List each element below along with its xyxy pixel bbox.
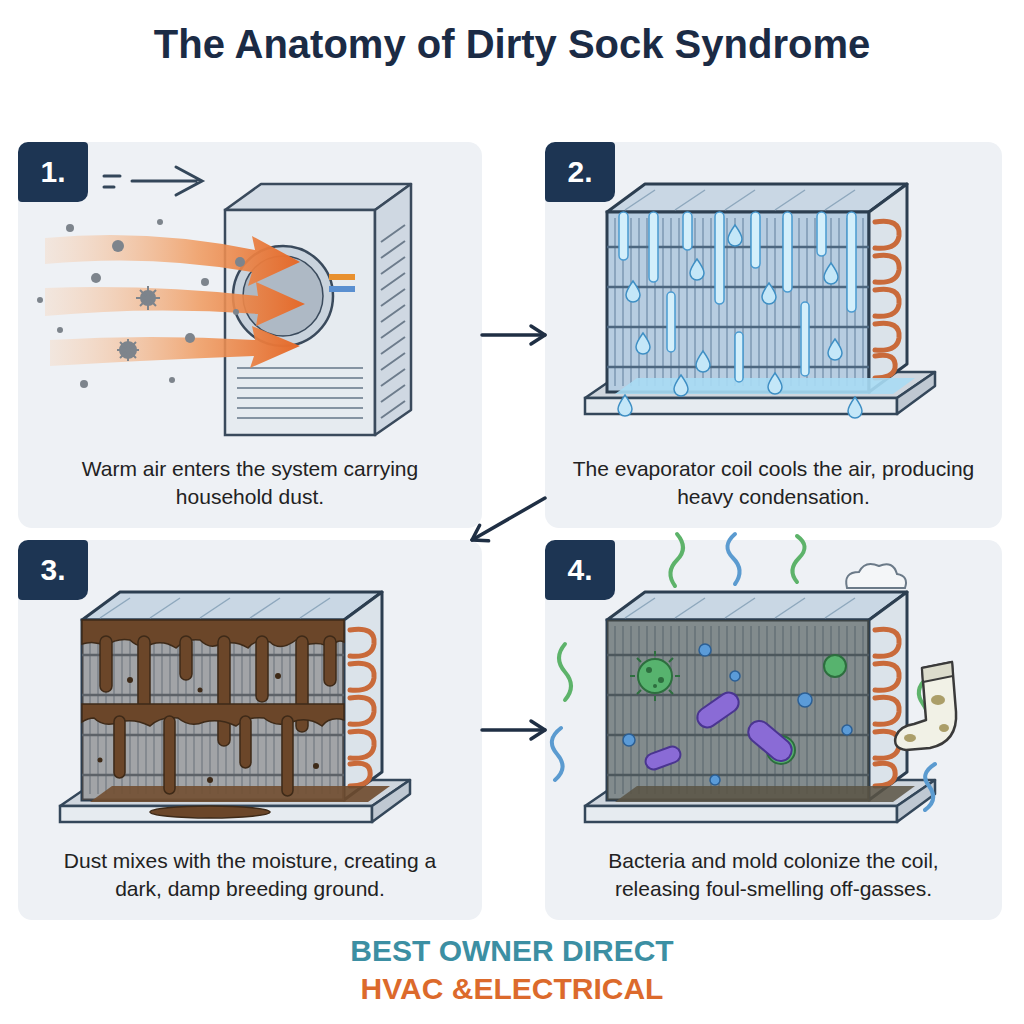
brand-label: HVAC &ELECTRICAL [0, 972, 1024, 1005]
step-number: 4. [567, 553, 592, 587]
arrow-head [472, 525, 489, 541]
step-caption: Warm air enters the system carrying hous… [42, 455, 458, 510]
diagram-title: The Anatomy of Dirty Sock Syndrome [0, 22, 1024, 67]
brand-label: BEST OWNER DIRECT [0, 934, 1024, 967]
step-caption: Bacteria and mold colonize the coil, rel… [569, 847, 978, 902]
step-caption: The evaporator coil cools the air, produ… [569, 455, 978, 510]
flow-line [482, 333, 545, 337]
step-badge: 1. [18, 142, 88, 202]
arrow-head [531, 721, 545, 739]
step-panel: The evaporator coil cools the air, produ… [545, 142, 1002, 528]
flow-line [472, 498, 545, 540]
step-number: 3. [40, 553, 65, 587]
step-panel: Dust mixes with the moisture, creating a… [18, 540, 482, 920]
step-caption: Dust mixes with the moisture, creating a… [42, 847, 458, 902]
flow-arrow [482, 326, 545, 344]
step-badge: 2. [545, 142, 615, 202]
flow-line [482, 728, 545, 732]
flow-arrow [472, 498, 545, 541]
step-badge: 4. [545, 540, 615, 600]
step-number: 1. [40, 155, 65, 189]
step-panel: Warm air enters the system carrying hous… [18, 142, 482, 528]
step-panel: Bacteria and mold colonize the coil, rel… [545, 540, 1002, 920]
step-badge: 3. [18, 540, 88, 600]
step-number: 2. [567, 155, 592, 189]
flow-arrow [482, 721, 545, 739]
arrow-head [531, 326, 545, 344]
